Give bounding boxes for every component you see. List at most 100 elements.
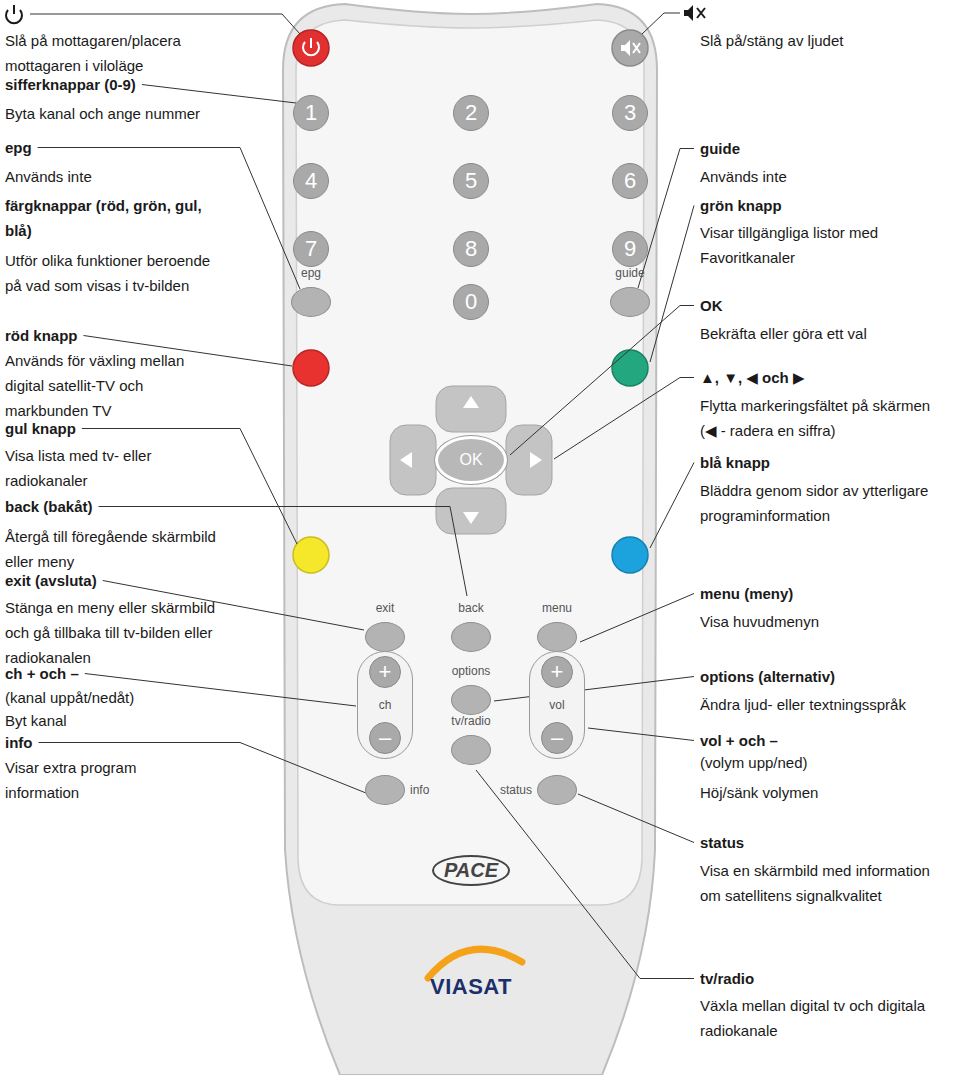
red-button [293,350,329,386]
function-button: menu [537,622,577,652]
dpad-down [436,488,506,534]
button-caption: info [410,783,429,797]
callout-text: Flytta markeringsfältet på skärmen (◀ - … [700,393,950,443]
function-button: back [451,622,491,652]
button-caption: guide [615,266,644,280]
callout-heading: ch + och – [5,661,79,686]
callout-heading: back (bakåt) [5,494,93,519]
arrow-down [463,512,479,524]
ok-button: OK [435,436,507,484]
leader-line [282,14,300,34]
rocker-caption: ch [379,698,392,712]
callout-text: Växla mellan digital tv och digitala rad… [700,993,940,1043]
dpad-left [390,425,436,495]
callout-heading: menu (meny) [700,581,793,606]
callout-text: Utför olika funktioner beroende på vad s… [5,248,215,298]
leader-line [588,728,694,741]
callout-text: Används inte [5,164,92,189]
callout-text: Visar tillgängliga listor med Favoritkan… [700,220,935,270]
button-caption: options [452,664,491,678]
mute-symbol [684,5,705,21]
callout-heading: guide [700,136,740,161]
callout-text: Används för växling mellan digital satel… [5,348,220,423]
leader-line [650,206,694,363]
callout-text: Visa lista med tv- eller radiokanaler [5,443,220,493]
mute-button [612,30,648,66]
arrow-right [530,452,542,468]
number-button: 0 [453,284,489,320]
leader-line [82,429,297,545]
rocker-key: + [369,656,401,688]
callout-heading: epg [5,135,32,160]
callout-text: Bläddra genom sidor av ytterligare progr… [700,478,935,528]
callout-text: (kanal uppåt/nedåt) [5,685,134,710]
callout-heading: sifferknappar (0-9) [5,72,136,97]
callout-heading: tv/radio [700,966,754,991]
remote-panel [296,20,644,905]
number-button: 9 [612,231,648,267]
number-button: 6 [612,163,648,199]
callout-text: Slå på mottagaren/placera mottagaren i v… [5,28,220,78]
callout-heading: options (alternativ) [700,664,835,689]
leader-line [642,13,664,34]
blue-button [612,537,648,573]
callout-text: Bekräfta eller göra ett val [700,321,867,346]
callout-text: Byt kanal [5,708,67,733]
button-caption: status [500,783,532,797]
number-button: 7 [293,231,329,267]
button-caption: back [458,601,483,615]
power-icon [310,38,312,48]
callout-text: Slå på/stäng av ljudet [700,28,843,53]
button-caption: menu [542,601,572,615]
rocker-key: – [541,722,573,754]
callout-text: Byta kanal och ange nummer [5,101,200,126]
callout-heading: info [5,730,33,755]
rocker-key: – [369,722,401,754]
leader-line [30,14,282,15]
button-caption: epg [301,266,321,280]
mute-icon [621,40,630,56]
rocker-caption: vol [549,698,564,712]
power-button [293,30,329,66]
leader-line [99,507,467,597]
leader-line [650,463,694,549]
leader-line [554,378,694,460]
callout-heading: blå knapp [700,450,770,475]
rocker-key: + [541,656,573,688]
green-button [612,350,648,386]
function-button: tv/radio [451,735,491,765]
viasat-swoosh [428,949,522,978]
button-caption: tv/radio [451,714,490,728]
function-button: options [451,685,491,715]
number-button: 2 [453,95,489,131]
callout-text: Visa en skärmbild med information om sat… [700,858,930,908]
callout-heading: exit (avsluta) [5,568,97,593]
leader-line [578,794,694,843]
mute-icon [633,43,640,53]
number-button: 4 [293,163,329,199]
leader-line [494,677,694,702]
callout-text: Höj/sänk volymen [700,780,818,805]
number-button: 1 [293,95,329,131]
leader-line [664,13,680,14]
leader-line [142,85,296,104]
number-button: 8 [453,231,489,267]
callout-text: Visa huvudmenyn [700,609,819,634]
function-button: info [365,775,405,805]
callout-heading: färgknappar (röd, grön, gul, blå) [5,193,205,243]
dpad-right [506,425,552,495]
function-button: epg [291,287,331,317]
callout-text: Används inte [700,164,787,189]
callout-text: Stänga en meny eller skärmbild och gå ti… [5,595,230,670]
callout-text: Återgå till föregående skärmbild eller m… [5,524,220,574]
leader-line [580,594,694,643]
button-caption: exit [376,601,395,615]
arrow-left [400,452,412,468]
power-symbol [6,5,22,23]
yellow-button [293,537,329,573]
number-button: 5 [453,163,489,199]
number-button: 3 [612,95,648,131]
rocker-button: + vol – [529,651,585,759]
viasat-logo: VIASAT [430,974,512,1000]
callout-text: Visar extra program information [5,755,205,805]
